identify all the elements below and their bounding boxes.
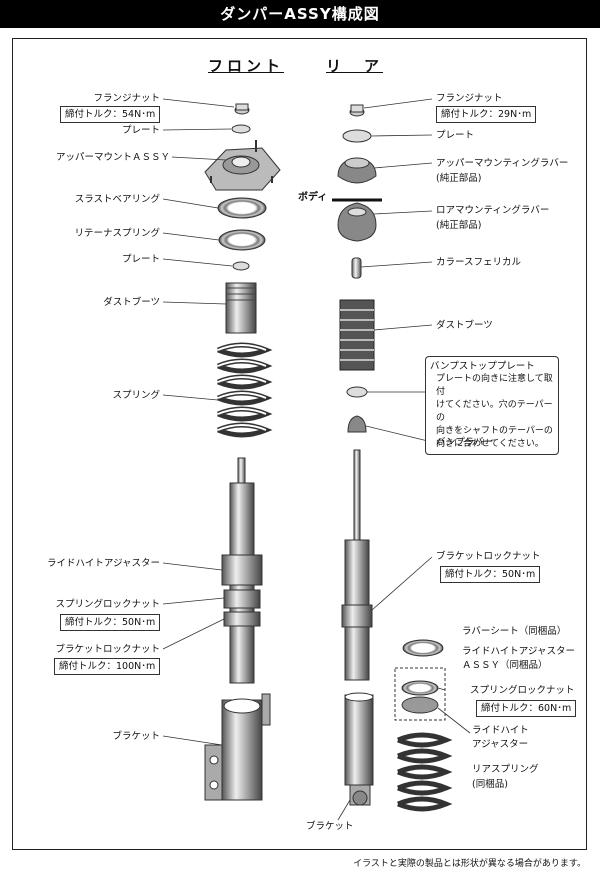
rear-dust-boot-label: ダストブーツ: [436, 320, 493, 331]
front-bracket: [204, 693, 271, 801]
front-bracket-lock-nut-torque: 締付トルク：100N･m: [54, 658, 161, 675]
rear-adjuster-assy-box: [394, 667, 446, 721]
front-plate-label: プレート: [121, 125, 160, 136]
rear-bump-rubber-label: バンプラバー: [436, 437, 494, 448]
diagram-frame: [12, 38, 587, 850]
rear-flange-nut-torque: 締付トルク：29N･m: [436, 106, 537, 123]
bump-stop-line-4: 向きに合わせてください。: [436, 439, 544, 449]
page-title: ダンパーASSY構成図: [0, 0, 600, 28]
body-label: ボディ: [298, 192, 328, 203]
rear-bracket: [344, 692, 374, 806]
front-ride-height-label: ライドハイトアジャスター: [47, 558, 160, 569]
rear-collar-label: カラースフェリカル: [436, 257, 522, 268]
rear-rubber-seat-label: ラバーシート（同梱品）: [462, 626, 567, 637]
front-thrust-bearing: [217, 197, 267, 219]
bump-stop-line-1: プレートの向きに注意して取付: [436, 374, 553, 397]
rear-bump-rubber: [347, 415, 367, 433]
rear-adjuster-assy-label-1: ライドハイトアジャスター: [462, 646, 575, 657]
front-ride-height-adjuster: [221, 554, 263, 586]
front-bracket-label: ブラケット: [112, 731, 160, 742]
front-flange-nut-label: フランジナット: [93, 93, 160, 104]
front-retainer-spring: [218, 229, 266, 251]
rear-lower-rubber-note: (純正部品): [436, 220, 482, 231]
rear-ride-height-label-2: アジャスター: [472, 739, 529, 750]
rear-header: リ ア: [326, 57, 384, 75]
rear-spring: [397, 732, 453, 812]
rear-ride-height-label-1: ライドハイト: [472, 725, 529, 736]
front-upper-mount: [204, 140, 281, 191]
bump-stop-plate-note: バンプストッププレート プレートの向きに注意して取付 けてください。穴のテーパー…: [425, 356, 559, 455]
rear-spring-label: リアスプリング: [472, 764, 539, 775]
rear-bracket-lock-nut: [341, 604, 373, 628]
rear-bracket-lock-nut-torque: 締付トルク：50N･m: [440, 566, 541, 583]
bump-stop-plate-title: バンプストッププレート: [430, 361, 535, 372]
front-spring-lock-nut-torque: 締付トルク：50N･m: [60, 614, 161, 631]
rear-lower-rubber: [337, 202, 377, 242]
front-plate: [231, 124, 251, 134]
front-plate-2: [232, 261, 250, 271]
front-flange-nut-torque: 締付トルク：54N･m: [60, 106, 161, 123]
rear-flange-nut-label: フランジナット: [436, 93, 503, 104]
rear-rubber-seat: [402, 639, 444, 657]
front-plate-2-label: プレート: [121, 254, 160, 265]
front-spring-lock-nut-label: スプリングロックナット: [55, 599, 160, 610]
rear-bump-stop-plate: [346, 386, 368, 398]
rear-bracket-label: ブラケット: [306, 821, 354, 832]
rear-spring-note: (同梱品): [472, 779, 508, 790]
front-header: フロント: [208, 57, 285, 75]
rear-spring-lock-nut-torque: 締付トルク：60N･m: [476, 700, 577, 717]
front-flange-nut: [234, 103, 250, 115]
rear-spring-lock-nut-label: スプリングロックナット: [470, 685, 575, 696]
front-bracket-lock-nut-label: ブラケットロックナット: [55, 644, 160, 655]
front-thrust-bearing-label: スラストベアリング: [74, 194, 160, 205]
rear-upper-rubber: [337, 157, 377, 184]
front-dust-boot-label: ダストブーツ: [103, 297, 160, 308]
leader-lines: [162, 98, 471, 821]
rear-plate: [342, 129, 372, 143]
front-dust-boot: [225, 282, 257, 334]
rear-dust-boot: [339, 299, 375, 371]
rear-lower-rubber-label: ロアマウンティングラバー: [436, 205, 550, 216]
rear-adjuster-assy-label-2: ＡＳＳＹ（同梱品）: [462, 660, 548, 671]
rear-upper-rubber-label: アッパーマウンティングラバー: [436, 158, 569, 169]
rear-bracket-lock-nut-label: ブラケットロックナット: [436, 551, 541, 562]
front-rod: [237, 457, 246, 484]
front-spring: [217, 342, 273, 438]
front-spring-white: [217, 344, 267, 431]
footnote: イラストと実際の製品とは形状が異なる場合があります。: [353, 859, 586, 869]
rear-collar: [351, 257, 362, 279]
front-spring-lock-nut: [223, 589, 261, 609]
rear-rod: [353, 449, 361, 541]
bump-stop-line-3: 向きをシャフトのテーパーの: [436, 426, 553, 436]
front-bracket-lock-nut: [223, 611, 261, 627]
bump-stop-line-2: けてください。穴のテーパーの: [436, 400, 553, 423]
rear-upper-rubber-note: (純正部品): [436, 173, 482, 184]
front-spring-label: スプリング: [112, 390, 160, 401]
front-retainer-spring-label: リテーナスプリング: [74, 228, 160, 239]
front-upper-mount-label: アッパーマウントＡＳＳＹ: [55, 152, 170, 163]
rear-ride-height-adjuster: [401, 696, 439, 714]
rear-plate-label: プレート: [436, 130, 475, 141]
rear-spring-lock-nut: [401, 680, 439, 696]
rear-flange-nut: [349, 104, 365, 117]
